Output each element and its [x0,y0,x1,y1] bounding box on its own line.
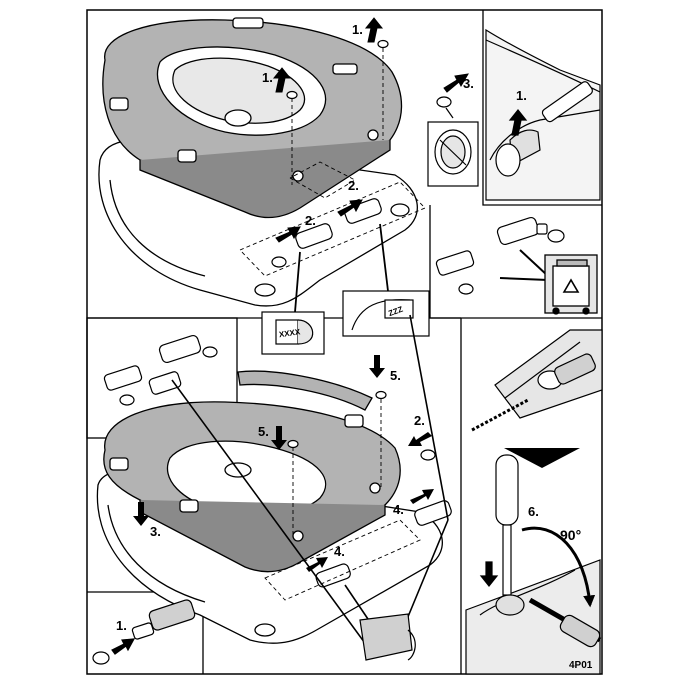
step-label: 5. [258,424,269,439]
step-label: 3. [150,524,161,539]
inset-bottom-left [92,599,196,665]
step-arrow-icon [408,432,432,446]
step-arrow-icon [443,73,469,93]
step-arrow-icon [410,489,434,504]
step-arrow-icon [133,502,149,526]
step-label: 5. [390,368,401,383]
step-label: 1. [116,618,127,633]
step-arrow-icon [364,17,384,43]
step-label: 4. [393,502,404,517]
part-code-left: XXXX [278,327,301,339]
step-arrow-icon [275,226,301,243]
guide-lines-bottom [264,399,421,601]
inset-hinge-parts [103,334,218,406]
panel-parts-disposal [435,216,565,295]
step-label: 2. [414,413,425,428]
step-arrows-top [272,17,469,243]
callout-part-code-right [342,223,430,337]
figure-code: 4P01 [569,660,593,671]
step-label: 1. [352,22,363,37]
step-arrow-icon [111,638,136,655]
toilet-seat-top [102,17,403,219]
inset-screw-release [485,28,601,201]
guide-lines-top [239,48,426,277]
callout-part-code-left [261,251,325,355]
step-arrow-icon [271,426,287,450]
step-arrow-icon [369,355,385,378]
step-label: 1. [516,88,527,103]
step-arrow-icon [508,109,528,136]
step-label: 6. [528,504,539,519]
recycle-bin-icon [544,254,598,315]
step-label: 1. [262,70,273,85]
step-label: 3. [463,76,474,91]
inset-screwdriver [465,454,602,675]
lubricant-tube [359,613,416,661]
toilet-seat-bottom [103,370,401,573]
hinge-cap-detail [427,107,479,187]
hinge-parts-top [271,39,452,268]
step-arrow-icon [479,561,499,587]
rotation-arrow-icon [521,526,596,608]
step-arrows-bottom [133,355,434,572]
angle-label: 90° [560,527,581,543]
hinge-parts-bottom [287,390,452,588]
step-arrow-icon [272,67,292,93]
leader-lines [171,314,449,651]
step-label: 2. [305,213,316,228]
step-label: 2. [348,178,359,193]
inset-slide-in [471,329,603,468]
step-label: 4. [334,544,345,559]
step-arrow-icon [337,199,363,217]
step-arrow-icon [306,557,328,572]
